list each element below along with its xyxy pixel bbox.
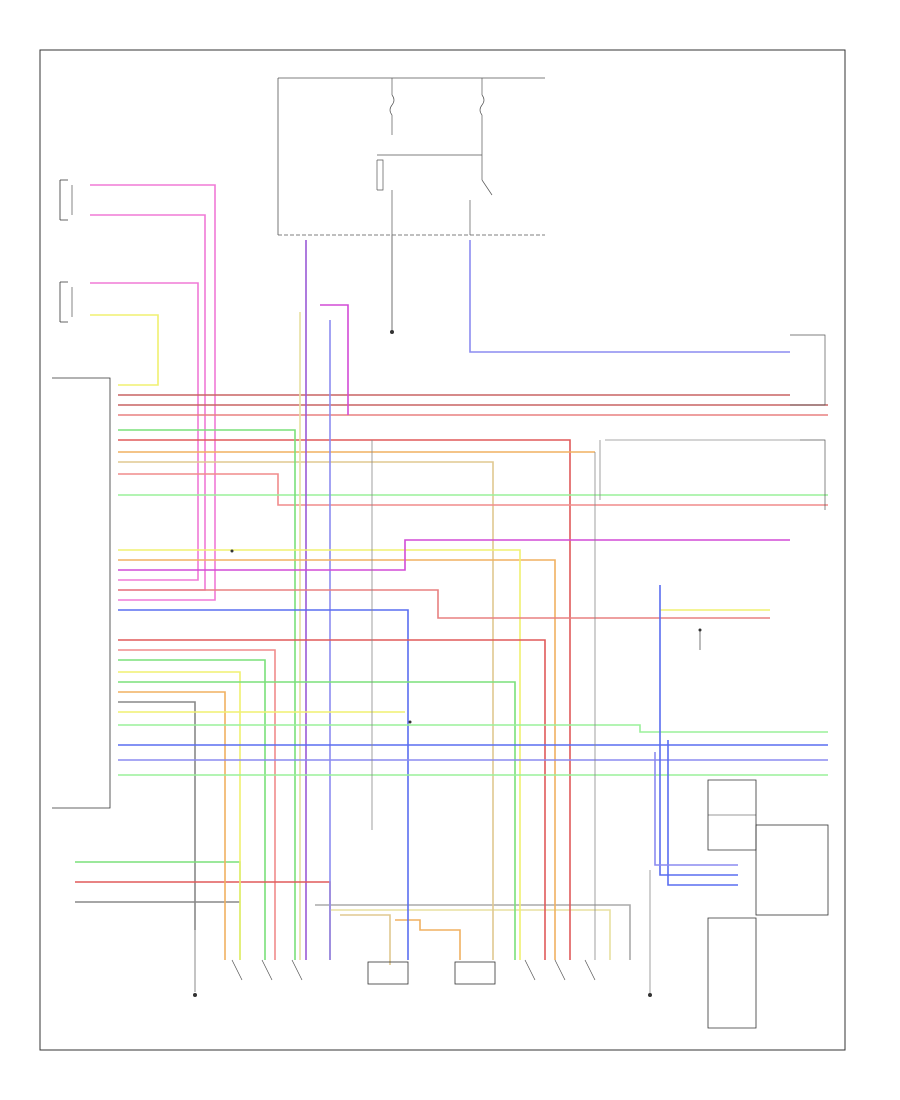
wire-blue-3: [659, 585, 738, 876]
wire-light-blue-4: [654, 752, 738, 866]
compressor-clutch: [707, 917, 757, 1029]
wire-green-3: [118, 659, 266, 960]
right-connector-mid: [800, 439, 826, 510]
wire-pale-yellow-3: [118, 671, 241, 830]
junctions: [230, 549, 702, 724]
diagram-frame: [39, 49, 846, 1051]
relay-switch: [481, 179, 493, 196]
wire-pink-1: [90, 184, 216, 601]
ground-g1: [390, 235, 394, 334]
wire-light-blue-1: [469, 240, 790, 353]
wire-orange-2: [118, 559, 556, 830]
control-unit: [52, 377, 111, 809]
stepper-motor-left: [231, 959, 303, 981]
wire-salmon-3: [118, 649, 276, 960]
ground-right-bottom: [648, 993, 652, 997]
wire-magenta-1: [118, 539, 790, 571]
sensor-block-left-mid: [59, 281, 73, 323]
wire-violet-2: [320, 304, 349, 415]
wire-gray-1: [118, 701, 196, 930]
wires: [75, 184, 828, 995]
wire-blue-1: [118, 609, 409, 830]
sensor-block-left-top: [59, 179, 73, 221]
wire-gray-3: [315, 904, 631, 960]
wire-green-4: [118, 681, 516, 830]
air-mix-motor: [524, 959, 596, 981]
wire-yellow-1: [90, 314, 159, 386]
wire-tan-2: [340, 914, 391, 965]
wire-green-5: [118, 724, 828, 733]
ground-left-bottom: [193, 930, 197, 997]
wire-tan-1: [118, 461, 494, 830]
fuse-panel: [277, 77, 545, 236]
fuse-b-symbol: [479, 94, 485, 116]
wire-green-2: [118, 429, 296, 960]
wire-red-2: [118, 639, 546, 830]
wire-orange-3: [118, 691, 226, 830]
recirc-motor: [454, 961, 496, 985]
junction-dot-1: [230, 549, 234, 553]
wire-orange-4: [395, 919, 461, 960]
wire-pale-yellow-2: [118, 549, 521, 830]
wire-blue-4: [667, 740, 738, 886]
wire-red-1: [118, 439, 571, 830]
wire-green-7: [75, 861, 241, 960]
control-box-right: [755, 824, 829, 916]
junction-dot-2: [408, 720, 412, 724]
mode-damper-motor: [367, 961, 409, 985]
ground-right-bottom-icon: [648, 993, 652, 997]
junction-dot-3: [698, 628, 702, 632]
wire-salmon-2: [118, 589, 770, 619]
wire-pink-3: [90, 282, 199, 581]
ground-g1-icon: [390, 330, 394, 334]
ground-left-bottom-icon: [193, 993, 197, 997]
wire-red-3: [75, 881, 331, 960]
relay-coil: [376, 159, 384, 191]
compressor-control: [707, 779, 757, 851]
right-connector-top: [790, 334, 826, 406]
wire-pale-yellow-4: [330, 909, 611, 960]
fuse-a-symbol: [389, 94, 395, 116]
wire-pink-2: [90, 214, 206, 591]
wire-pink-4: [118, 473, 828, 506]
